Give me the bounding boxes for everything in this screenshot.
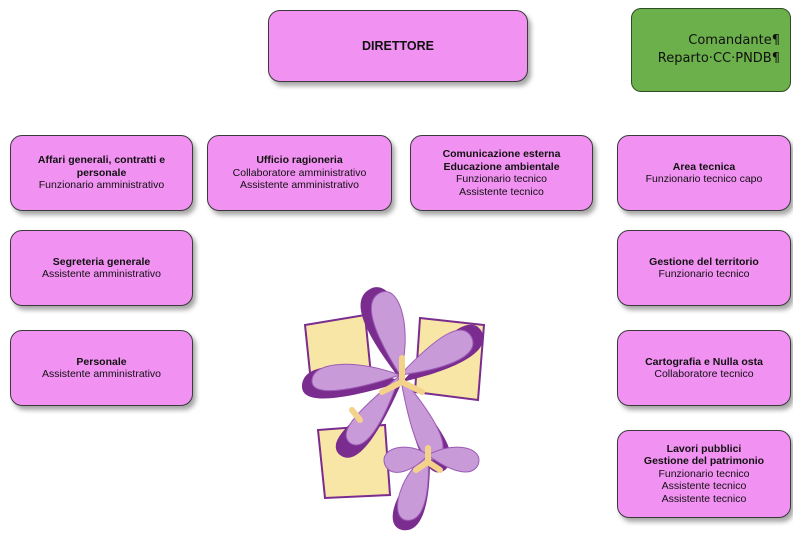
unit-gestione-territorio: Gestione del territorio Funzionario tecn…: [617, 230, 791, 306]
unit-title: Personale: [76, 355, 127, 368]
unit-role: Funzionario tecnico: [658, 467, 750, 480]
unit-lavori-pubblici: Lavori pubblici Gestione del patrimonio …: [617, 430, 791, 518]
director-title: DIRETTORE: [362, 38, 434, 53]
unit-title: Affari generali, contratti e personale: [37, 154, 166, 179]
commander-line-2: Reparto·CC·PNDB¶: [657, 51, 780, 66]
unit-affari-generali: Affari generali, contratti e personale F…: [10, 135, 193, 211]
unit-role: Funzionario tecnico: [658, 268, 750, 280]
unit-cartografia: Cartografia e Nulla osta Collaboratore t…: [617, 330, 791, 406]
unit-role: Funzionario tecnico capo: [645, 173, 763, 185]
unit-title: Gestione del territorio: [649, 255, 759, 268]
unit-title-line-1: Comunicazione esterna: [442, 148, 561, 160]
unit-title: Area tecnica: [672, 160, 736, 173]
unit-role: Funzionario tecnico: [455, 173, 548, 185]
unit-role: Collaboratore tecnico: [654, 368, 754, 380]
unit-personale: Personale Assistente amministrativo: [10, 330, 193, 406]
unit-title: Cartografia e Nulla osta: [645, 355, 763, 368]
unit-role: Assistente tecnico: [459, 185, 544, 198]
unit-area-tecnica: Area tecnica Funzionario tecnico capo: [617, 135, 791, 211]
unit-role: Assistente tecnico: [661, 480, 747, 493]
unit-title: Segreteria generale: [52, 255, 151, 268]
unit-comunicazione: Comunicazione esterna Educazione ambient…: [410, 135, 593, 211]
unit-role: Funzionario amministrativo: [38, 179, 165, 192]
unit-segreteria-generale: Segreteria generale Assistente amministr…: [10, 230, 193, 306]
director-box: DIRETTORE: [268, 10, 528, 82]
unit-role: Assistente tecnico: [661, 492, 747, 505]
unit-title-line-2: Educazione ambientale: [443, 160, 560, 173]
unit-title-line-2: Gestione del patrimonio: [643, 455, 765, 468]
commander-line-1: Comandante¶: [688, 33, 780, 48]
unit-role: Collaboratore amministrativo: [232, 166, 367, 179]
unit-title-line-1: Lavori pubblici: [666, 442, 742, 455]
commander-box: Comandante¶ Reparto·CC·PNDB¶: [631, 8, 791, 92]
unit-role: Assistente amministrativo: [41, 268, 162, 280]
unit-role: Assistente amministrativo: [41, 368, 162, 380]
unit-title: Ufficio ragioneria: [256, 154, 343, 167]
unit-role: Assistente amministrativo: [239, 179, 360, 192]
unit-ufficio-ragioneria: Ufficio ragioneria Collaboratore amminis…: [207, 135, 392, 211]
